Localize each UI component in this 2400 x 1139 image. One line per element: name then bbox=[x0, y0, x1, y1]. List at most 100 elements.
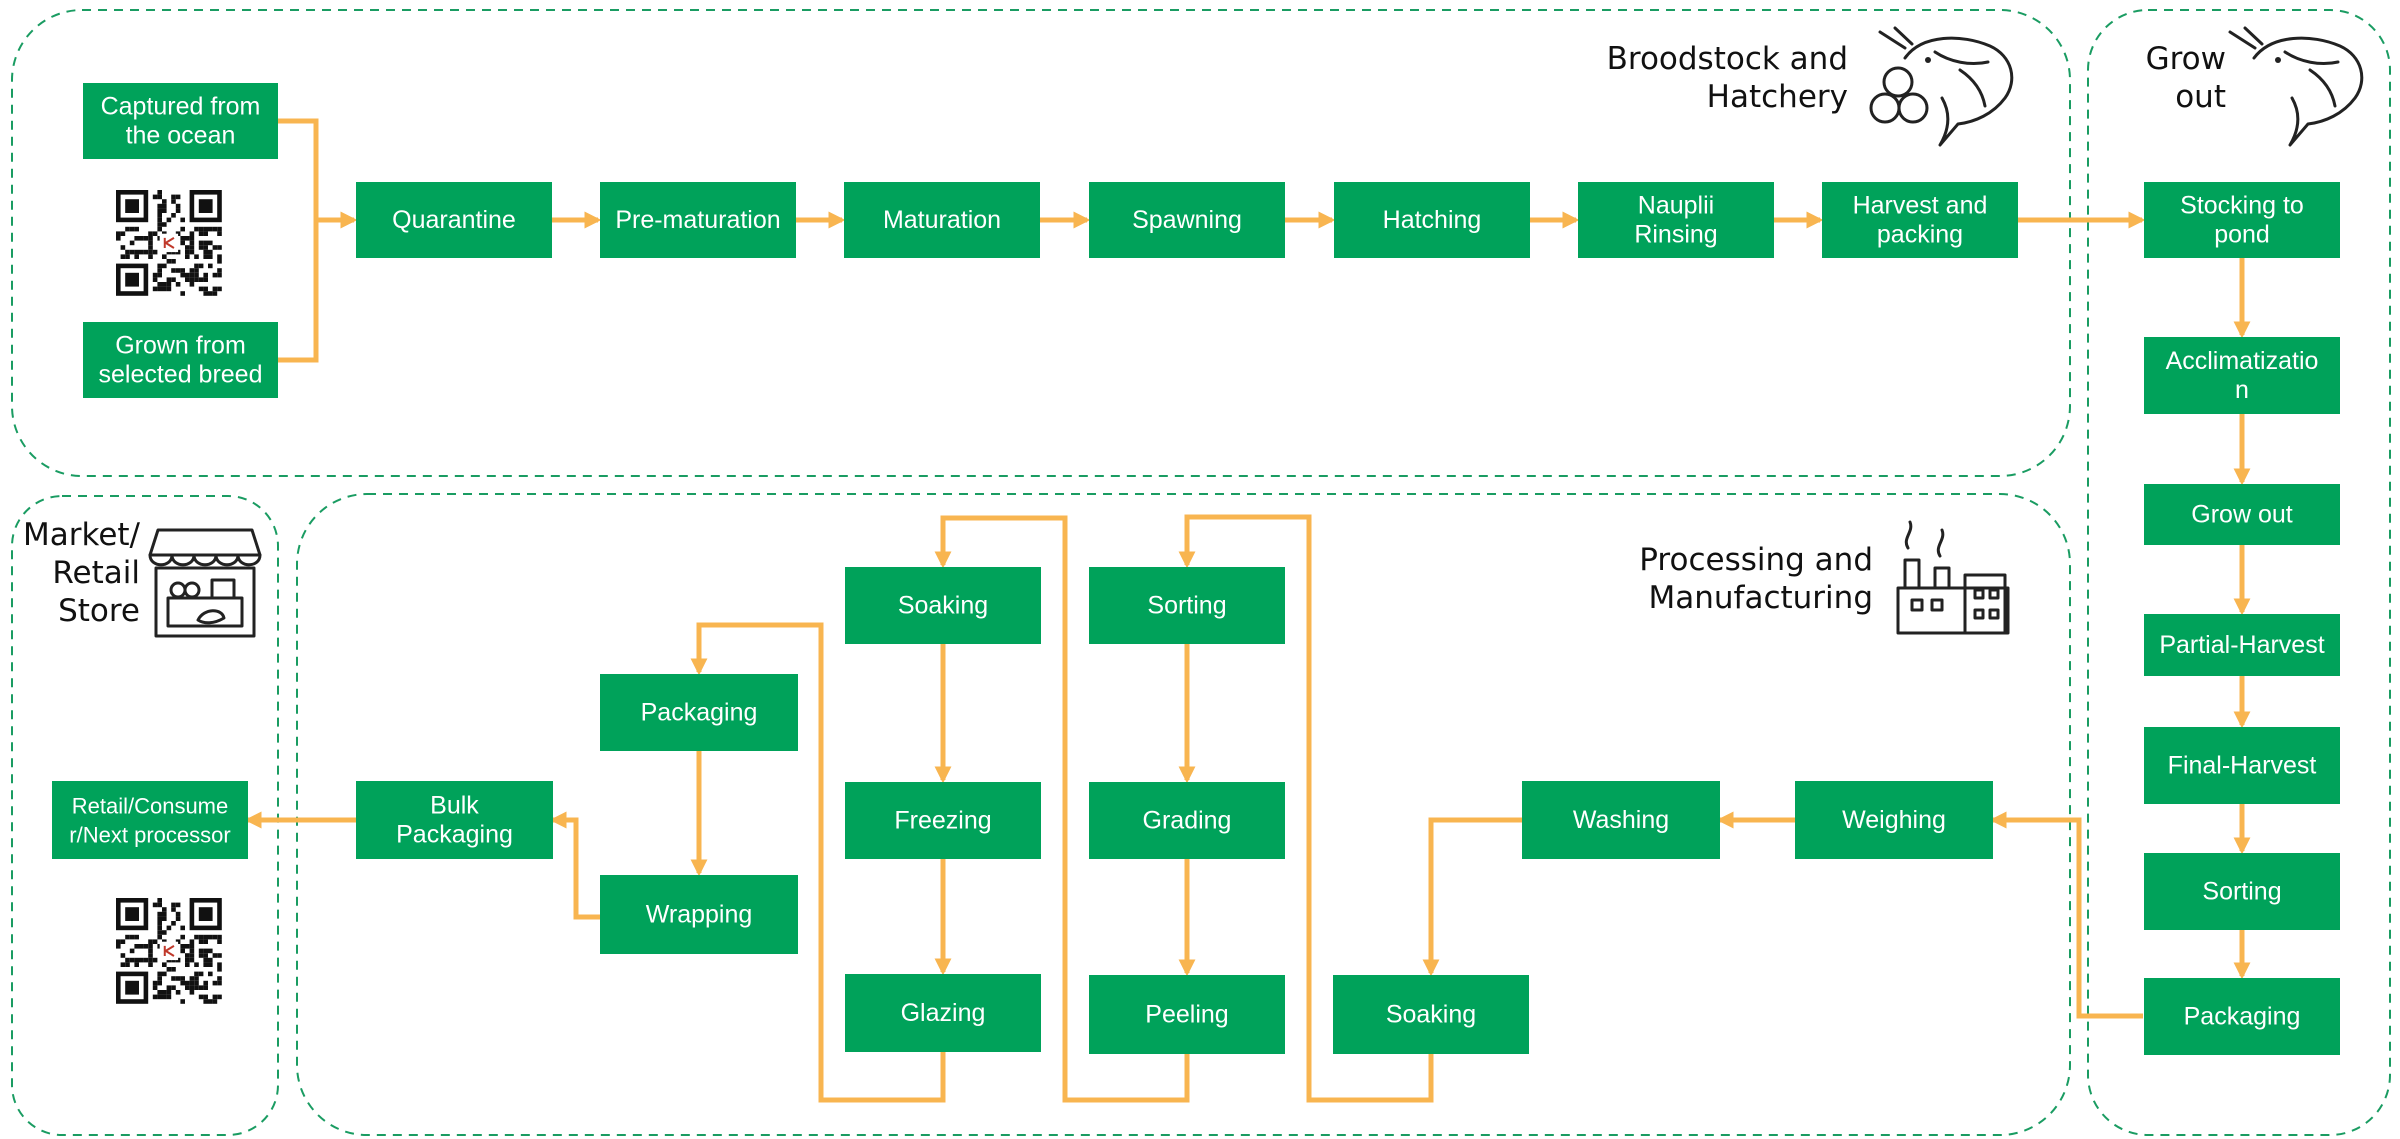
step-sorting-p: Sorting bbox=[1089, 567, 1285, 644]
step-label: Soaking bbox=[1386, 1001, 1476, 1029]
step-box bbox=[2144, 182, 2340, 258]
step-box bbox=[2144, 337, 2340, 414]
step-label: Soaking bbox=[898, 592, 988, 620]
step-label: Weighing bbox=[1842, 806, 1946, 834]
step-packaging-g: Packaging bbox=[2144, 978, 2340, 1055]
step-box bbox=[1522, 781, 1720, 859]
arrow-soaking-sorting bbox=[1178, 514, 1434, 1103]
step-label: Pre-maturation bbox=[615, 206, 780, 234]
step-label: Washing bbox=[1573, 806, 1669, 834]
step-box bbox=[1578, 182, 1774, 258]
step-grading: Grading bbox=[1089, 782, 1285, 859]
step-final-harvest: Final-Harvest bbox=[2144, 727, 2340, 804]
step-label: Sorting bbox=[2202, 878, 2281, 906]
arrow-glazing-packaging bbox=[690, 622, 946, 1103]
step-box bbox=[845, 974, 1041, 1052]
step-box bbox=[1089, 182, 1285, 258]
step-box bbox=[356, 781, 553, 859]
step-box bbox=[1089, 567, 1285, 644]
step-glazing: Glazing bbox=[845, 974, 1041, 1052]
step-label: Quarantine bbox=[392, 206, 516, 234]
step-box bbox=[1334, 182, 1530, 258]
step-label: Partial-Harvest bbox=[2159, 631, 2324, 659]
factory-icon bbox=[1896, 520, 2010, 635]
step-spawning: Spawning bbox=[1089, 182, 1285, 258]
step-partial-harvest: Partial-Harvest bbox=[2144, 614, 2340, 676]
step-box bbox=[2144, 853, 2340, 930]
qr-code-icon bbox=[116, 898, 222, 1004]
step-label: Maturation bbox=[883, 206, 1001, 234]
step-growout: Grow out bbox=[2144, 484, 2340, 545]
arrow-grown-merge bbox=[278, 220, 319, 363]
step-box bbox=[1089, 782, 1285, 859]
step-box bbox=[845, 567, 1041, 644]
step-wrapping: Wrapping bbox=[600, 875, 798, 954]
arrow-wrapping-bulk bbox=[549, 811, 600, 920]
qr-code-icon bbox=[116, 190, 222, 296]
step-label: Grow out bbox=[2191, 501, 2292, 529]
step-box bbox=[356, 182, 552, 258]
market-region bbox=[11, 495, 279, 1136]
step-box bbox=[1822, 182, 2018, 258]
step-label: Spawning bbox=[1132, 206, 1242, 234]
step-label: Hatching bbox=[1383, 206, 1482, 234]
step-label: Freezing bbox=[894, 807, 991, 835]
step-label: Packaging bbox=[641, 699, 758, 727]
step-soaking1: Soaking bbox=[845, 567, 1041, 644]
step-quarantine: Quarantine bbox=[356, 182, 552, 258]
shrimp-icon bbox=[2228, 26, 2364, 147]
step-box bbox=[1089, 975, 1285, 1054]
step-label: Wrapping bbox=[646, 901, 753, 929]
step-box bbox=[52, 781, 248, 859]
step-hatching: Hatching bbox=[1334, 182, 1530, 258]
step-box bbox=[1333, 975, 1529, 1054]
growout-region bbox=[2087, 9, 2391, 1136]
step-label: Packaging bbox=[2184, 1003, 2301, 1031]
step-box bbox=[845, 782, 1041, 859]
step-box bbox=[844, 182, 1040, 258]
step-weighing: Weighing bbox=[1795, 781, 1993, 859]
step-box bbox=[83, 322, 278, 398]
step-sorting-g: Sorting bbox=[2144, 853, 2340, 930]
step-box bbox=[2144, 484, 2340, 545]
step-box bbox=[600, 182, 796, 258]
arrow-captured-merge bbox=[278, 118, 319, 220]
arrow-washing-soaking bbox=[1422, 817, 1522, 977]
step-box bbox=[2144, 978, 2340, 1055]
step-label: Final-Harvest bbox=[2168, 752, 2317, 780]
step-box bbox=[2144, 614, 2340, 676]
step-box bbox=[600, 875, 798, 954]
step-label: Glazing bbox=[901, 999, 986, 1027]
step-box bbox=[600, 674, 798, 751]
processing-region bbox=[296, 493, 2071, 1136]
step-freezing: Freezing bbox=[845, 782, 1041, 859]
step-prematuration: Pre-maturation bbox=[600, 182, 796, 258]
arrow-packaging-weighing bbox=[1989, 811, 2143, 1019]
step-label: Sorting bbox=[1147, 592, 1226, 620]
step-maturation: Maturation bbox=[844, 182, 1040, 258]
market-store-icon bbox=[148, 528, 262, 638]
step-label: Peeling bbox=[1145, 1001, 1228, 1029]
step-box bbox=[2144, 727, 2340, 804]
step-soaking2: Soaking bbox=[1333, 975, 1529, 1054]
shrimp-eggs-icon bbox=[1869, 26, 2014, 147]
